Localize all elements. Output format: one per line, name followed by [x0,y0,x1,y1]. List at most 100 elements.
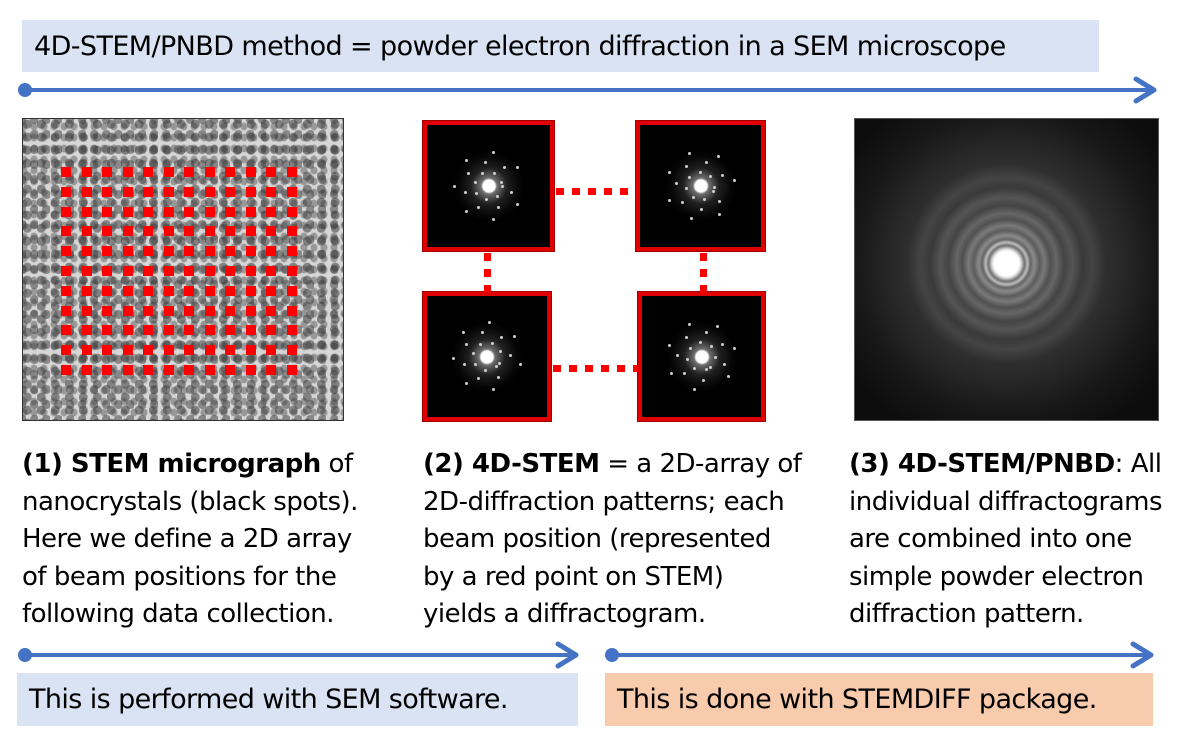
diffraction-spot [485,198,488,202]
diffraction-spot [698,170,702,174]
connector-left [484,253,491,292]
beam-position-dot [143,266,153,276]
beam-position-dot [163,266,174,276]
diffraction-spot [685,164,689,168]
diffraction-spot [688,175,692,179]
diffraction-spot [704,331,708,335]
beam-position-dot [204,186,215,197]
connector-bottom [553,365,638,372]
beam-position-dot [286,305,297,316]
caption-1-line: nanocrystals (black spots). [22,486,358,517]
diffraction-spot [675,181,679,185]
beam-position-dot [245,246,256,257]
diffraction-spot [497,361,501,365]
beam-position-dot [204,305,215,316]
beam-position-dot [122,206,133,217]
connector-top [556,188,636,195]
caption-2-line: 2D-diffraction patterns; each [423,486,785,517]
beam-position-dot [61,345,71,356]
diffraction-spot [492,171,496,175]
beam-position-dot [266,325,276,336]
diffraction-spot [496,376,500,380]
bottom-left-arrow-icon [18,641,579,669]
beam-position-dot [102,246,112,257]
beam-position-dot [286,167,297,177]
caption-1-line: of beam positions for the [22,561,337,592]
diffraction-spot [509,353,513,357]
beam-position-dot [61,325,71,336]
diffraction-spot [475,192,479,196]
beam-position-dot [245,167,256,177]
diffraction-spot [474,363,478,367]
beam-position-dot [204,365,215,375]
beam-position-dot [204,325,215,336]
beam-position-dot [102,285,112,296]
beam-position-dot [266,186,276,197]
diffraction-spot [688,346,692,350]
diffraction-spot [481,171,485,175]
diffraction-spot [688,152,692,156]
beam-position-dot [286,345,297,356]
beam-position-dot [184,167,194,177]
beam-position-dot [225,325,235,336]
beam-position-dot [184,246,194,257]
beam-position-dot [286,325,297,336]
diffraction-tile-top-left [422,120,555,252]
diffraction-spot [686,358,690,362]
beam-position-dot [266,365,276,375]
beam-position-dot [225,206,235,217]
beam-position-dot [286,226,297,237]
diffraction-spot [464,381,468,385]
diffraction-spot [462,363,466,367]
diffraction-spot [722,363,726,367]
beam-position-dot [81,266,92,276]
header-banner: 4D-STEM/PNBD method = powder electron di… [22,20,1099,72]
diffraction-spot [703,197,707,201]
beam-position-dot [245,285,256,296]
caption-3-line: individual diffractograms [849,486,1163,517]
beam-position-dot [122,285,133,296]
beam-position-dot [102,365,112,375]
beam-position-dot [184,186,194,197]
diffraction-spot [670,371,674,375]
beam-position-dot [81,285,92,296]
powder-diffraction-image [854,118,1159,421]
beam-position-dot [102,167,112,177]
diffraction-tile-top-right [635,120,766,252]
footer-right-banner: This is done with STEMDIFF package. [605,673,1153,726]
caption-3-bold: (3) 4D-STEM/PNBD [849,449,1115,479]
diffraction-spot [683,372,687,376]
diffraction-spot [461,330,465,334]
beam-position-dot [81,325,92,336]
diffraction-spot [705,368,709,372]
beam-position-dot [163,305,174,316]
beam-position-dot [184,325,194,336]
beam-position-dot [81,186,92,197]
beam-position-dot [225,167,235,177]
caption-3-line: diffraction pattern. [849,599,1084,629]
diffraction-spot [478,342,482,346]
beam-position-dot [143,186,153,197]
diffraction-spot [709,175,713,179]
beam-position-dot [163,325,174,336]
diffraction-spot [466,171,470,175]
diffraction-spot [718,212,722,216]
beam-position-dot [163,246,174,257]
beam-position-dot [204,226,215,237]
beam-position-dot [163,285,174,296]
diffraction-spot [698,341,702,345]
beam-position-dot [184,345,194,356]
beam-position-dot [61,167,71,177]
beam-position-dot [245,305,256,316]
beam-position-dot [61,246,71,257]
beam-position-dot [61,285,71,296]
beam-position-dot [61,365,71,375]
diffraction-spot [500,335,504,339]
beam-position-dot [266,206,276,217]
beam-position-dot [245,206,256,217]
diffraction-spot [464,343,468,347]
diffraction-spot [518,362,522,366]
diffraction-spot [687,323,691,327]
beam-position-dot [122,345,133,356]
diffraction-spot [716,155,720,159]
